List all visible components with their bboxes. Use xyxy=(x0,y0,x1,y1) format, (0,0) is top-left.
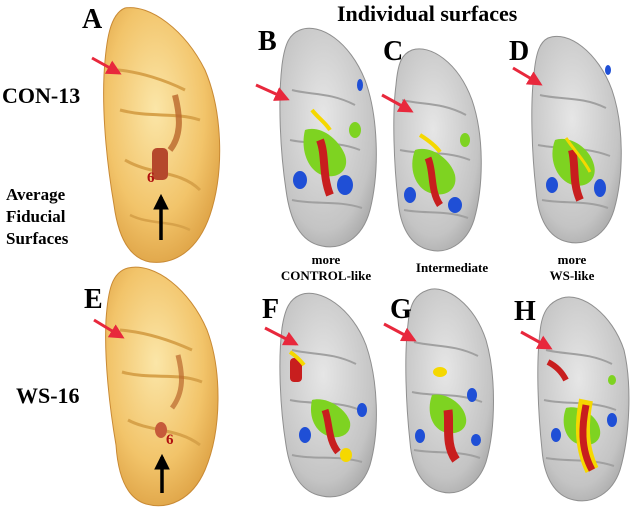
category-label-left: more CONTROL-like xyxy=(276,252,376,284)
panel-c-letter: C xyxy=(383,36,404,67)
category-left-line-1: more xyxy=(311,252,341,267)
panel-h-letter: H xyxy=(514,296,536,327)
side-label-line-2: Fiducial xyxy=(6,207,66,226)
side-label-line-1: Average xyxy=(6,185,66,204)
category-right-line-1: more xyxy=(557,252,587,267)
panel-g-letter: G xyxy=(390,294,412,325)
panel-b-red-arrow xyxy=(255,83,290,101)
panel-c-surface xyxy=(393,48,482,252)
panel-a-area-label: 6 xyxy=(147,170,155,186)
panel-e-letter: E xyxy=(84,284,103,315)
category-label-middle: Intermediate xyxy=(402,260,502,276)
panel-d-surface xyxy=(531,35,622,244)
panel-f-letter: F xyxy=(262,294,280,325)
figure-title: Individual surfaces xyxy=(337,1,518,26)
panel-h-surface xyxy=(537,296,630,502)
panel-f-surface xyxy=(279,292,377,498)
panel-d-red-arrow xyxy=(512,66,543,86)
category-middle-line-1: Intermediate xyxy=(415,260,489,275)
panel-a-letter: A xyxy=(82,4,103,35)
panel-d-letter: D xyxy=(509,36,530,67)
panel-f-red-arrow xyxy=(264,326,299,346)
panel-b-letter: B xyxy=(258,26,277,57)
category-label-right: more WS-like xyxy=(532,252,612,284)
panel-e-red-arrow xyxy=(93,318,125,339)
cohort-label-top: CON-13 xyxy=(2,83,81,108)
category-left-line-2: CONTROL-like xyxy=(280,268,372,283)
panel-h-red-arrow xyxy=(520,330,553,350)
panel-c-red-arrow xyxy=(381,93,414,113)
side-label: Average Fiducial Surfaces xyxy=(6,184,68,250)
panel-b-surface xyxy=(279,27,377,248)
category-right-line-2: WS-like xyxy=(549,268,595,283)
panel-g-surface xyxy=(405,288,494,494)
panel-e-area-label: 6 xyxy=(166,432,174,448)
panel-a-red-arrow xyxy=(91,56,122,75)
panel-g-red-arrow xyxy=(383,322,417,342)
panel-a-surface xyxy=(103,7,221,263)
side-label-line-3: Surfaces xyxy=(6,229,69,248)
cohort-label-bottom: WS-16 xyxy=(16,383,80,408)
